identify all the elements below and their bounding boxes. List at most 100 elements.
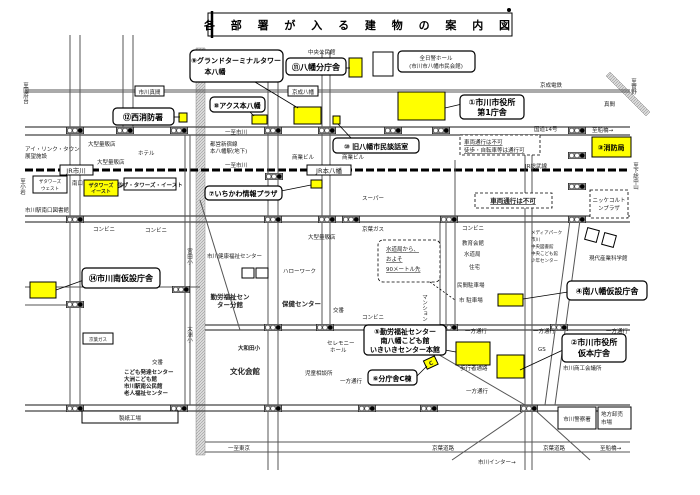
callout-6: ⑥分庁舎C棟 (367, 365, 428, 386)
roads-route14-label: 国道14号 (534, 125, 558, 133)
stations-keisei_yawata-label: 京成八幡 (292, 88, 315, 96)
landmarks-hotel-label: ホテル (138, 150, 155, 157)
callout-10: ⑩ 旧八幡市民談話室 (332, 123, 420, 154)
landmarks-kodomo-3-label: 老人福祉センター (123, 389, 169, 397)
stations-jr_ichikawa-label: JR市川 (65, 166, 85, 175)
landmarks-toei_shinjuku-1-label: 本八幡駅(地下) (210, 147, 247, 155)
landmarks-science_museum-label: 現代産業科学館 (589, 254, 628, 262)
landmarks-library-label: 市川駅南口図書館 (25, 206, 70, 214)
landmarks-koban_1-label: 交番 (333, 306, 345, 314)
landmarks-paper_mill-label: 製紙工場 (119, 414, 142, 422)
building-11 (348, 57, 363, 78)
building-5 (455, 341, 491, 366)
landmarks-water_bureau-label: 水道局 (464, 250, 481, 258)
callouts-c6_mark-label: C (428, 360, 434, 367)
landmarks-labor_annex-0-label: 勤労福祉セン (211, 292, 251, 301)
callouts-c8-label: ⑧アクス本八幡 (213, 101, 261, 110)
landmarks-supermarket-label: スーパー (362, 195, 384, 202)
landmarks-mama-label: 真間 (604, 100, 616, 108)
landmarks-zennikkei_hall-0-label: 全日警ホール (419, 54, 453, 62)
notes-water_bureau-0-label: 水道局から、 (386, 245, 419, 253)
landmarks-nikke-0-label: ニッケコルト (592, 197, 625, 204)
title-text: 各 部 署 が 入 る 建 物 の 案 内 図 (203, 18, 516, 32)
landmarks-media_park-3-label: 中央こども館 (531, 250, 558, 257)
roads-keiyo_2-label: 京葉道路 (543, 444, 566, 452)
landmarks-minamiguchi-label: 南口 (72, 179, 83, 187)
directions-to_tokyo-label: 一至東京 (228, 444, 251, 452)
landmarks-mass_retailer_1-label: 大型量販店 (88, 140, 116, 148)
roads-oneway_5-label: 一方通行 (466, 387, 489, 395)
building-6c: C (422, 355, 439, 370)
landmarks-conv_2-label: コンビニ (145, 226, 167, 234)
landmarks-nikke-1-label: ンプラザ (598, 205, 620, 212)
callouts-c14-label: ⑭市川南仮設庁舎 (89, 273, 154, 283)
building-7 (310, 179, 323, 189)
landmarks-market-0-label: 地方卸売 (601, 410, 624, 418)
towers-east-label: ザタワーズ (89, 182, 114, 189)
callout-3: ③消防局 (598, 143, 625, 152)
building-14 (29, 281, 57, 299)
notes-water_bureau-1-label: およそ (386, 256, 403, 263)
landmarks-chamber-label: 市川商工会議所 (563, 364, 602, 372)
landmarks-owada_sho-label: 大和田小 (238, 344, 261, 352)
building-12 (178, 112, 188, 123)
callout-2: ②市川市役所 仮本庁舎 (519, 333, 627, 371)
landmarks-miyata_sho-label: 宮田小 (186, 247, 193, 266)
roads-oneway_2-label: 一方通行 (533, 327, 556, 335)
building-9 (293, 106, 322, 125)
directions-to_sugano-label: 至菅野 (630, 78, 637, 95)
callouts-c1-0-label: ①市川市役所 (469, 97, 516, 107)
expressway-ne (605, 71, 651, 117)
direction-labels: 至国府台 至菅野 至小岩 至下総中山 一至市川 一至市川 至船橋→ 至船橋→ 一… (19, 78, 639, 452)
directions-to_konodai-label: 至国府台 (22, 82, 29, 106)
landmarks-walkway-label: 歩行者通路 (460, 364, 488, 372)
callouts-c7-label: ⑦いちかわ情報プラザ (209, 189, 278, 198)
landmarks-education_hall-label: 教育会館 (462, 239, 485, 247)
landmarks-towers_west-1-label: ウェスト (41, 185, 59, 192)
towers-east-label: イースト (91, 189, 111, 195)
expressway (195, 47, 206, 456)
landmarks-hello_work-label: ハローワーク (283, 268, 316, 275)
callouts-c5-2-label: いきいきセンター本館 (370, 345, 440, 354)
landmarks-city_parking-label: 市 駐車場 (459, 296, 483, 304)
destination-buildings: C (29, 57, 632, 379)
station-jr-motoyawata: JR本八幡 (306, 164, 352, 176)
notes-no_vehicles_1-1-label: 徒歩・自転車等は通行可 (464, 146, 525, 154)
landmarks-keiyo_gas_2-label: 京葉ガス (89, 336, 107, 343)
building-10 (332, 115, 341, 125)
callouts-c2-1-label: 仮本庁舎 (577, 348, 611, 358)
callouts-c9-1-label: 本八幡 (204, 67, 227, 76)
roads-jr_sobu-label: JR総武線 (524, 162, 547, 170)
landmarks-bunka_kaikan-label: 文化会館 (230, 366, 260, 376)
station-jr-ichikawa: JR市川 (59, 164, 94, 176)
notes-water_bureau-2-label: 90メートル先 (386, 265, 421, 273)
notes-no_vehicles_1-0-label: 車両通行は不可 (464, 138, 503, 146)
landmarks-child_guidance-label: 児童相談所 (305, 369, 333, 377)
landmarks-health_center-label: 保健センター (281, 299, 321, 308)
callout-9: ⑨グランドターミナルタワー 本八幡 (189, 49, 299, 109)
landmarks-commercial_1-label: 商業ビル (292, 153, 315, 161)
landmarks-kodomo-0-label: こども発達センター (124, 368, 174, 376)
callouts-c1-1-label: 第1庁舎 (477, 107, 508, 117)
landmarks-conv_4-label: コンビニ (362, 313, 384, 321)
road-labels: 京成電鉄 国道14号 JR総武線 京葉道路 京葉道路 市川インター→ 一方通行 … (340, 81, 629, 466)
building-3 (591, 136, 632, 158)
directions-to_ichikawa_1-label: 一至市川 (225, 128, 247, 136)
landmarks-kodomo-1-label: 大洲こども館 (124, 375, 158, 383)
landmarks-i_link_town-0-label: アイ・リンク・タウン (25, 145, 80, 153)
landmarks-mass_retailer_2-label: 大型量販店 (97, 158, 125, 166)
landmarks-conv_1-label: コンビニ (93, 225, 115, 233)
landmarks-media_park-0-label: メディアパーク (531, 229, 562, 236)
roads-keiyo_1-label: 京葉道路 (432, 444, 455, 452)
landmarks-commercial_2-label: 商業ビル (342, 153, 365, 161)
landmarks-housing-label: 住宅 (469, 263, 481, 271)
landmarks-media_park-2-label: 中央図書館 (531, 243, 554, 250)
map-title: 各 部 署 が 入 る 建 物 の 案 内 図 (203, 8, 516, 38)
landmarks-labor_annex-1-label: ター分館 (217, 300, 244, 309)
landmarks-gs-label: GS (538, 347, 546, 353)
roads-interchange-label: 市川インター→ (478, 458, 516, 466)
directions-to_funabashi_1-label: 至船橋→ (592, 126, 614, 134)
callout-14: ⑭市川南仮設庁舎 (55, 267, 161, 291)
callout-8: ⑧アクス本八幡 (209, 96, 266, 117)
